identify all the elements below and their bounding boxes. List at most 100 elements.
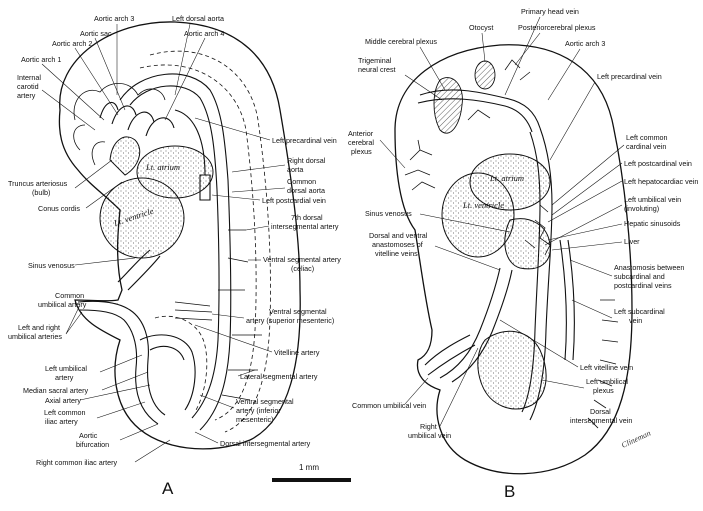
label-a-sinus-venosus: Sinus venosus	[28, 261, 75, 270]
panel-b-sinus-venosus	[504, 218, 551, 270]
label-dorsal-ventral-2: anastomoses of	[372, 240, 423, 249]
label-7th-dorsal-1: 7th dorsal	[291, 213, 323, 222]
panel-b-drawing: Clineman	[394, 44, 652, 475]
label-ventral-inf-mes-1: Ventral segmental	[236, 397, 294, 406]
label-posteriorcerebral-plexus: Posteriorcerebral plexus	[518, 23, 596, 32]
label-aortic-sac: Aortic sac	[80, 29, 112, 38]
label-left-umbilical-2: artery	[55, 373, 74, 382]
label-primary-head-vein: Primary head vein	[521, 7, 579, 16]
panel-a-truncus	[109, 136, 141, 176]
label-truncus-2: (bulb)	[32, 188, 50, 197]
label-left-subcardinal-1: Left subcardinal	[614, 307, 665, 316]
label-left-umbilical-plexus-1: Left umbilical	[586, 377, 628, 386]
label-ventral-inf-mes-2: artery (inferior	[236, 406, 281, 415]
panel-a-precardinal-vein	[174, 109, 211, 201]
panel-a-intersegmental-arteries	[174, 229, 262, 401]
label-anterior-cerebral-1: Anterior	[348, 129, 374, 138]
scale-bar	[272, 478, 351, 482]
label-axial-artery: Axial artery	[45, 396, 81, 405]
label-left-umbilical-plexus-2: plexus	[593, 386, 614, 395]
label-ventral-celiac-1: Ventral segmental artery	[263, 255, 341, 264]
label-middle-cerebral-plexus: Middle cerebral plexus	[365, 37, 437, 46]
label-anterior-cerebral-3: plexus	[351, 147, 372, 156]
label-left-hepatocardiac-vein: Left hepatocardiac vein	[624, 177, 698, 186]
panel-b-umbilical-plexus	[477, 330, 547, 410]
panel-b-primary-head-vein	[417, 89, 541, 133]
label-common-umbilical-1: Common	[55, 291, 84, 300]
panel-b-text: Lt. atrium Lt. ventricle Primary head ve…	[348, 7, 698, 501]
label-lr-umbilical-2: umbilical arteries	[8, 332, 62, 341]
label-aortic-arch-4: Aortic arch 4	[184, 29, 224, 38]
panel-b-leader-lines	[379, 16, 625, 429]
label-left-subcardinal-2: vein	[629, 316, 642, 325]
label-aortic-bifurcation-2: bifurcation	[76, 440, 109, 449]
label-left-postcardial-vein: Left postcardial vein	[262, 196, 326, 205]
label-dorsal-ventral-3: vitelline veins	[375, 249, 418, 258]
panel-b-umbilical-vein	[424, 334, 476, 376]
label-ventral-sup-mes-1: Ventral segmental	[269, 307, 327, 316]
label-left-common-iliac-2: iliac artery	[45, 417, 78, 426]
label-anastomosis-1: Anastomosis between	[614, 263, 684, 272]
label-ventral-celiac-2: (celiac)	[291, 264, 314, 273]
label-otocyst: Otocyst	[469, 23, 493, 32]
label-right-dorsal-aorta-2: aorta	[287, 165, 303, 174]
panel-label-a: A	[162, 479, 174, 498]
label-aortic-arch-1: Aortic arch 1	[21, 55, 61, 64]
label-anastomosis-2: subcardinal and	[614, 272, 665, 281]
panel-b-left-ventricle	[441, 172, 515, 258]
label-left-dorsal-aorta: Left dorsal aorta	[172, 14, 224, 23]
label-b-sinus-venosus: Sinus venosus	[365, 209, 412, 218]
label-lr-umbilical-1: Left and right	[18, 323, 60, 332]
label-dorsal-intersegmental-2: intersegmental vein	[570, 416, 632, 425]
label-a-left-precardinal-vein: Left precardinal vein	[272, 136, 337, 145]
label-right-dorsal-aorta-1: Right dorsal	[287, 156, 326, 165]
panel-a-drawing	[58, 21, 351, 482]
panel-a-brain-lobes	[73, 82, 166, 166]
label-internal-carotid-1: Internal	[17, 73, 41, 82]
label-dorsal-intersegmental-1: Dorsal	[590, 407, 611, 416]
label-left-umbilical-vein-1: Left umbilical vein	[624, 195, 681, 204]
label-aortic-arch-3: Aortic arch 3	[94, 14, 134, 23]
label-b-left-ventricle-1: Lt. ventricle	[462, 200, 504, 210]
label-truncus-1: Truncus arteriosus	[8, 179, 68, 188]
label-right-umbilical-1: Right	[420, 422, 437, 431]
label-7th-dorsal-2: intersegmental artery	[271, 222, 339, 231]
panel-b-subcardinal-vein	[559, 239, 575, 361]
label-ventral-sup-mes-2: artery (superior mesenteric)	[246, 316, 334, 325]
label-left-vitelline-vein: Left vitelline vein	[580, 363, 633, 372]
label-liver: Liver	[624, 237, 640, 246]
panel-b-embryo-outline	[394, 44, 633, 475]
label-aortic-bifurcation-1: Aortic	[79, 431, 98, 440]
label-dorsal-intersegmental-artery: Dorsal intersegmental artery	[220, 439, 311, 448]
label-left-common-cardinal-2: cardinal vein	[626, 142, 666, 151]
label-left-umbilical-vein-2: (involuting)	[624, 204, 659, 213]
label-b-left-precardinal-vein: Left precardinal vein	[597, 72, 662, 81]
label-common-dorsal-aorta-2: dorsal aorta	[287, 186, 325, 195]
label-vitelline-artery: Vitelline artery	[274, 348, 320, 357]
label-left-postcardinal-vein: Left postcardinal vein	[624, 159, 692, 168]
panel-b-trigeminal-crest	[433, 77, 463, 134]
label-b-left-atrium: Lt. atrium	[489, 173, 524, 183]
panel-a-sinus-venosus	[117, 249, 161, 291]
label-dorsal-ventral-1: Dorsal and ventral	[369, 231, 428, 240]
panel-b-hepatic-sinusoids	[524, 204, 551, 256]
panel-a-leader-lines	[41, 23, 286, 463]
label-hepatic-sinusoids: Hepatic sinusoids	[624, 219, 681, 228]
panel-b-cerebral-plexus	[404, 59, 531, 191]
panel-a-neural-tube	[149, 50, 271, 433]
label-common-umbilical-2: umbilical artery	[38, 300, 87, 309]
label-left-umbilical-1: Left umbilical	[45, 364, 87, 373]
label-median-sacral: Median sacral artery	[23, 386, 89, 395]
label-right-umbilical-2: umbilical vein	[408, 431, 451, 440]
scale-bar-label: 1 mm	[299, 463, 319, 472]
label-a-left-atrium: Lt. atrium	[145, 162, 180, 172]
label-common-dorsal-aorta-1: Common	[287, 177, 316, 186]
label-b-aortic-arch-3: Aortic arch 3	[565, 39, 605, 48]
panel-b-intersegmental-veins	[587, 299, 619, 429]
label-internal-carotid-2: carotid	[17, 82, 39, 91]
label-ventral-inf-mes-3: mesenteric)	[236, 415, 274, 424]
label-anastomosis-3: postcardinal veins	[614, 281, 672, 290]
panel-a-dorsal-aorta	[119, 73, 232, 431]
label-trigeminal-2: neural crest	[358, 65, 396, 74]
